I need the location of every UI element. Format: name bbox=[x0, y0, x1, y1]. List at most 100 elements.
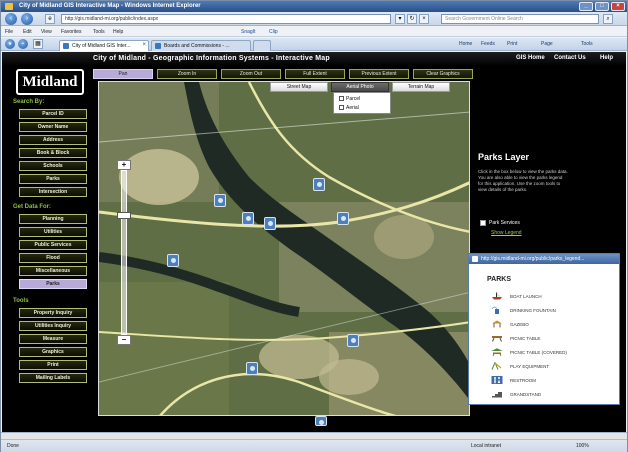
popup-title-bar[interactable]: http://gis.midland-mi.org/public/parks_l… bbox=[469, 254, 619, 264]
menu-help[interactable]: Help bbox=[113, 29, 124, 35]
feeds-button[interactable]: Feeds bbox=[481, 41, 495, 47]
sidebar-item-utilities[interactable]: Utilities bbox=[19, 227, 87, 237]
clear-graphics-button[interactable]: Clear Graphics bbox=[413, 69, 473, 79]
aerial-photo-button[interactable]: Aerial Photo bbox=[331, 82, 389, 92]
sidebar-item-parks-search[interactable]: Parks bbox=[19, 174, 87, 184]
menu-favorites[interactable]: Favorites bbox=[61, 29, 82, 35]
print-button[interactable]: Print bbox=[507, 41, 518, 47]
park-marker-icon[interactable] bbox=[246, 362, 258, 375]
forward-icon[interactable]: › bbox=[21, 13, 33, 25]
boat-icon bbox=[492, 292, 502, 300]
address-bar: ‹ › e http://gis.midland-mi.org/public/i… bbox=[1, 12, 627, 26]
sidebar-item-owner-name[interactable]: Owner Name bbox=[19, 122, 87, 132]
security-zone: Local intranet bbox=[471, 443, 502, 449]
contact-us-link[interactable]: Contact Us bbox=[554, 55, 586, 61]
search-by-heading: Search By: bbox=[13, 99, 45, 105]
close-icon[interactable]: × bbox=[611, 2, 625, 11]
full-extent-button[interactable]: Full Extent bbox=[285, 69, 345, 79]
menu-edit[interactable]: Edit bbox=[23, 29, 32, 35]
zoom-minus-icon[interactable]: − bbox=[117, 335, 131, 345]
window-title-bar[interactable]: City of Midland GIS Interactive Map - Wi… bbox=[1, 1, 627, 12]
dropdown-icon[interactable]: ▾ bbox=[395, 14, 405, 24]
add-favorite-icon[interactable]: + bbox=[18, 39, 28, 49]
tab-favicon-icon bbox=[155, 43, 161, 49]
show-legend-link[interactable]: Show Legend bbox=[491, 230, 522, 236]
favorites-star-icon[interactable]: ★ bbox=[5, 39, 15, 49]
help-link[interactable]: Help bbox=[600, 55, 614, 61]
sidebar-item-planning[interactable]: Planning bbox=[19, 214, 87, 224]
overlay-aerial-option[interactable]: Aerial bbox=[339, 105, 359, 111]
park-marker-icon[interactable] bbox=[347, 334, 359, 347]
park-marker-icon[interactable] bbox=[167, 254, 179, 267]
park-marker-icon[interactable] bbox=[313, 178, 325, 191]
park-marker-icon[interactable] bbox=[242, 212, 254, 225]
tab-boards[interactable]: Boards and Commissions - ... bbox=[151, 40, 251, 51]
horizontal-scrollbar[interactable] bbox=[1, 433, 627, 440]
park-marker-icon[interactable] bbox=[337, 212, 349, 225]
terrain-map-button[interactable]: Terrain Map bbox=[392, 82, 450, 92]
park-marker-icon[interactable] bbox=[264, 217, 276, 230]
sidebar-item-parks-data[interactable]: Parks bbox=[19, 279, 87, 289]
sidebar-item-measure[interactable]: Measure bbox=[19, 334, 87, 344]
gis-home-link[interactable]: GIS Home bbox=[516, 55, 545, 61]
park-marker-icon[interactable] bbox=[315, 416, 327, 426]
close-tab-icon[interactable]: × bbox=[142, 42, 146, 48]
sidebar-item-schools[interactable]: Schools bbox=[19, 161, 87, 171]
sidebar-item-parcel-id[interactable]: Parcel ID bbox=[19, 109, 87, 119]
new-tab[interactable] bbox=[253, 40, 271, 51]
zoom-slider-thumb[interactable] bbox=[117, 212, 131, 219]
zoom-out-button[interactable]: Zoom Out bbox=[221, 69, 281, 79]
get-data-heading: Get Data For: bbox=[13, 204, 52, 210]
minimize-icon[interactable]: _ bbox=[579, 2, 593, 11]
search-icon[interactable]: ⌕ bbox=[603, 14, 613, 24]
parks-legend-heading: PARKS bbox=[487, 276, 511, 283]
url-input[interactable]: http://gis.midland-mi.org/public/index.a… bbox=[61, 14, 391, 24]
status-bar: Done Local intranet 100% bbox=[1, 432, 627, 452]
pan-button[interactable]: Pan bbox=[93, 69, 153, 79]
checkbox[interactable] bbox=[339, 96, 344, 102]
sidebar-item-address[interactable]: Address bbox=[19, 135, 87, 145]
zoom-slider[interactable] bbox=[121, 170, 127, 335]
snagit-button[interactable]: SnagIt bbox=[241, 29, 256, 35]
tab-gis-map[interactable]: City of Midland GIS Inter... × bbox=[59, 40, 149, 51]
aerial-imagery bbox=[99, 82, 469, 415]
tab-label: Boards and Commissions - ... bbox=[164, 43, 230, 49]
sidebar-item-public-services[interactable]: Public Services bbox=[19, 240, 87, 250]
zoom-level[interactable]: 100% bbox=[576, 443, 589, 449]
park-marker-icon[interactable] bbox=[214, 194, 226, 207]
street-map-button[interactable]: Street Map bbox=[270, 82, 328, 92]
sidebar-item-print[interactable]: Print bbox=[19, 360, 87, 370]
sidebar-item-utilities-inquiry[interactable]: Utilities Inquiry bbox=[19, 321, 87, 331]
home-button[interactable]: Home bbox=[459, 41, 473, 47]
sidebar-item-book-block[interactable]: Book & Block bbox=[19, 148, 87, 158]
sidebar-item-mailing-labels[interactable]: Mailing Labels bbox=[19, 373, 87, 383]
search-input[interactable]: Search Government Online Search bbox=[441, 14, 599, 24]
refresh-icon[interactable]: ↻ bbox=[407, 14, 417, 24]
checkbox[interactable] bbox=[339, 105, 344, 111]
park-services-checkbox[interactable] bbox=[480, 220, 486, 226]
sidebar-item-property-inquiry[interactable]: Property Inquiry bbox=[19, 308, 87, 318]
overlay-parcel-option[interactable]: Parcel bbox=[339, 96, 360, 102]
quick-tabs-icon[interactable]: ▦ bbox=[33, 39, 43, 49]
menu-tools[interactable]: Tools bbox=[93, 29, 105, 35]
sidebar-item-intersection[interactable]: Intersection bbox=[19, 187, 87, 197]
maximize-icon[interactable]: □ bbox=[595, 2, 609, 11]
popup-title: http://gis.midland-mi.org/public/parks_l… bbox=[481, 256, 585, 262]
clip-button[interactable]: Clip bbox=[269, 29, 278, 35]
sidebar-item-miscellaneous[interactable]: Miscellaneous bbox=[19, 266, 87, 276]
previous-extent-button[interactable]: Previous Extent bbox=[349, 69, 409, 79]
menu-file[interactable]: File bbox=[5, 29, 14, 35]
stop-icon[interactable]: × bbox=[419, 14, 429, 24]
zoom-in-button[interactable]: Zoom In bbox=[157, 69, 217, 79]
sidebar-item-flood[interactable]: Flood bbox=[19, 253, 87, 263]
page-button[interactable]: Page bbox=[541, 41, 553, 47]
back-icon[interactable]: ‹ bbox=[5, 13, 17, 25]
menu-view[interactable]: View bbox=[41, 29, 52, 35]
parks-layer-title: Parks Layer bbox=[478, 152, 530, 162]
sidebar-item-graphics[interactable]: Graphics bbox=[19, 347, 87, 357]
tools-button[interactable]: Tools bbox=[581, 41, 593, 47]
zoom-plus-icon[interactable]: + bbox=[117, 160, 131, 170]
grandstand-icon bbox=[492, 392, 502, 398]
aerial-map[interactable] bbox=[98, 81, 470, 416]
